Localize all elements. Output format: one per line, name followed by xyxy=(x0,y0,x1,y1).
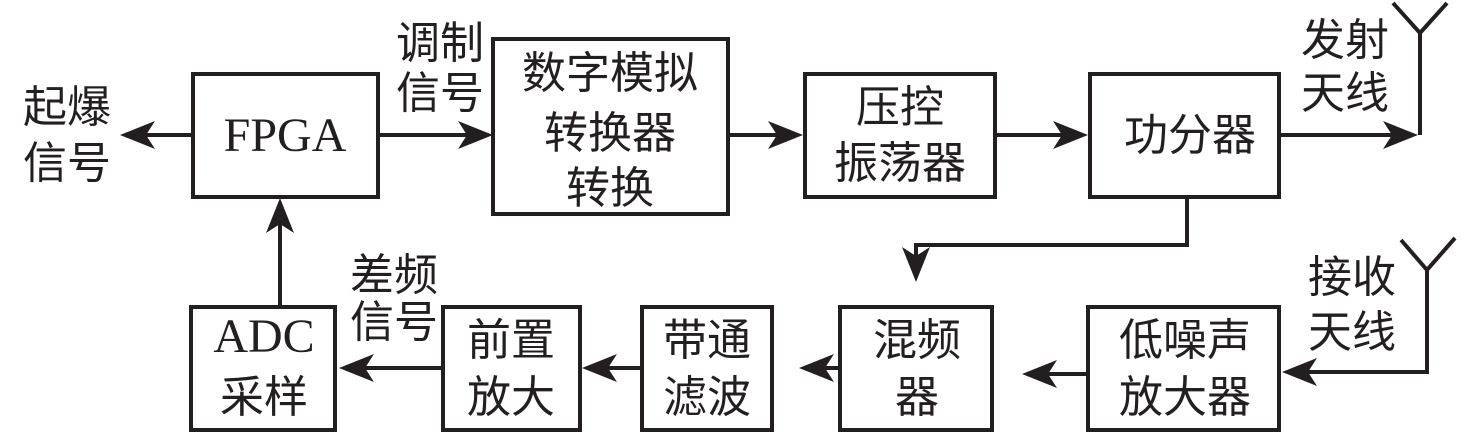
block-adc-label-line2: 采样 xyxy=(220,372,308,423)
label-tx-antenna-line2: 天线 xyxy=(1301,68,1389,119)
label-beat-line2: 信号 xyxy=(350,297,438,348)
label-detonation-signal: 起爆 信号 xyxy=(23,82,111,189)
block-preamp[interactable]: 前置 放大 xyxy=(441,305,582,432)
block-fpga[interactable]: FPGA xyxy=(191,72,380,199)
arrowhead-adc xyxy=(339,354,374,382)
label-rx-antenna-line1: 接收 xyxy=(1308,252,1396,303)
label-modulation-line1: 调制 xyxy=(396,18,484,69)
block-bandpass-filter[interactable]: 带通 滤波 xyxy=(640,305,774,432)
tx-antenna-fork-icon xyxy=(1391,1,1449,36)
label-tx-antenna: 发射 天线 xyxy=(1301,15,1389,119)
arrowhead-splitter xyxy=(1053,121,1088,149)
arrowhead-lna xyxy=(1282,358,1317,386)
arrowhead-tx-antenna xyxy=(1383,121,1418,149)
label-beat-signal: 差频 信号 xyxy=(350,250,438,348)
label-detonation-line2: 信号 xyxy=(23,138,111,189)
block-dac-label-line1: 数字模拟 xyxy=(522,48,698,99)
block-dac[interactable]: 数字模拟 转换器 转换 xyxy=(491,37,730,216)
block-vco-label-line1: 压控 xyxy=(856,82,944,133)
block-power-splitter[interactable]: 功分器 xyxy=(1088,72,1281,199)
arrowhead-detonation xyxy=(120,121,155,149)
block-preamp-label-line2: 放大 xyxy=(467,372,555,423)
block-dac-label-line3: 转换 xyxy=(566,163,654,214)
block-fpga-label: FPGA xyxy=(224,109,347,162)
connection-wires xyxy=(120,1,1457,388)
label-tx-antenna-line1: 发射 xyxy=(1301,15,1389,66)
block-bandpass-filter-label-line2: 滤波 xyxy=(663,372,751,423)
rx-antenna-fork-icon xyxy=(1399,236,1457,274)
block-adc[interactable]: ADC 采样 xyxy=(189,305,337,432)
label-modulation-signal: 调制 信号 xyxy=(396,18,484,119)
block-power-splitter-label: 功分器 xyxy=(1124,110,1256,161)
arrowhead-fpga xyxy=(266,198,294,233)
arrowhead-bpf xyxy=(799,354,834,382)
label-beat-line1: 差频 xyxy=(350,250,438,301)
block-lna-label-line2: 放大器 xyxy=(1119,372,1251,423)
block-bandpass-filter-label-line1: 带通 xyxy=(663,315,751,366)
label-rx-antenna-line2: 天线 xyxy=(1308,307,1396,358)
block-mixer-label-line1: 混频 xyxy=(873,315,961,366)
block-vco[interactable]: 压控 振荡器 xyxy=(803,72,997,199)
label-rx-antenna: 接收 天线 xyxy=(1308,252,1396,358)
rx-antenna-icon xyxy=(1300,270,1429,374)
arrowhead-dac xyxy=(458,121,493,149)
block-preamp-label-line1: 前置 xyxy=(467,315,555,366)
block-dac-label-line2: 转换器 xyxy=(544,108,676,159)
arrowhead-mixer-top xyxy=(902,247,930,282)
block-adc-label-line1: ADC xyxy=(213,310,314,363)
block-low-noise-amplifier[interactable]: 低噪声 放大器 xyxy=(1086,305,1281,432)
block-vco-label-line2: 振荡器 xyxy=(834,138,966,189)
block-mixer-label-line2: 器 xyxy=(895,372,939,423)
arrowhead-mixer-right xyxy=(1022,360,1057,388)
arrowhead-preamp xyxy=(582,354,617,382)
wire-splitter-to-mixer xyxy=(914,197,1189,262)
label-detonation-line1: 起爆 xyxy=(23,82,111,133)
block-lna-label-line1: 低噪声 xyxy=(1119,315,1251,366)
block-mixer[interactable]: 混频 器 xyxy=(838,305,994,432)
label-modulation-line2: 信号 xyxy=(396,68,484,119)
arrowhead-vco xyxy=(768,121,803,149)
